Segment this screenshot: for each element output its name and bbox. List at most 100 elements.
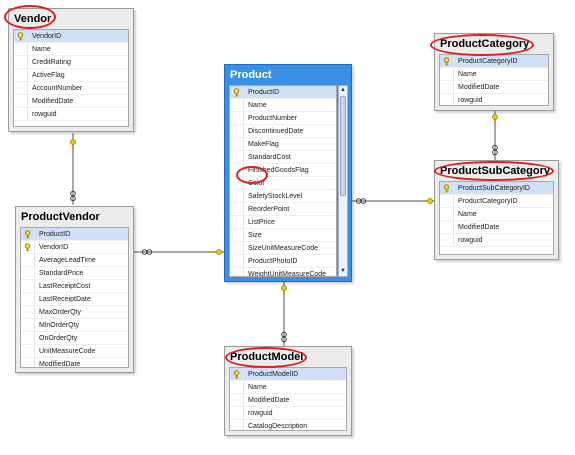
row-selector[interactable]	[230, 125, 244, 137]
column-row[interactable]: ProductCategoryID	[440, 55, 548, 68]
table-title[interactable]: Product	[230, 69, 272, 81]
row-selector[interactable]	[440, 55, 454, 67]
row-selector[interactable]	[14, 108, 28, 120]
row-selector[interactable]	[14, 43, 28, 55]
row-selector[interactable]	[230, 268, 244, 276]
column-row[interactable]: WeightUnitMeasureCode	[230, 268, 336, 276]
row-selector[interactable]	[230, 151, 244, 163]
row-selector[interactable]	[230, 255, 244, 267]
row-selector[interactable]	[230, 86, 244, 98]
column-row[interactable]: ProductNumber	[230, 112, 336, 125]
column-row[interactable]: ListPrice	[230, 216, 336, 229]
table-title[interactable]: Vendor	[14, 13, 52, 25]
row-selector[interactable]	[14, 69, 28, 81]
row-selector[interactable]	[440, 221, 454, 233]
row-selector[interactable]	[440, 94, 454, 105]
row-selector[interactable]	[14, 82, 28, 94]
column-row[interactable]: rowguid	[440, 94, 548, 105]
column-row[interactable]: ModifiedDate	[230, 394, 346, 407]
row-selector[interactable]	[21, 267, 35, 279]
row-selector[interactable]	[14, 95, 28, 107]
row-selector[interactable]	[21, 332, 35, 344]
row-selector[interactable]	[440, 195, 454, 207]
row-selector[interactable]	[21, 358, 35, 367]
row-selector[interactable]	[21, 254, 35, 266]
column-row[interactable]: DiscontinuedDate	[230, 125, 336, 138]
column-row[interactable]: SizeUnitMeasureCode	[230, 242, 336, 255]
column-row[interactable]: LastReceiptCost	[21, 280, 128, 293]
row-selector[interactable]	[230, 381, 244, 393]
row-selector[interactable]	[230, 138, 244, 150]
row-selector[interactable]	[230, 203, 244, 215]
column-row[interactable]: ProductModelID	[230, 368, 346, 381]
column-row[interactable]: AccountNumber	[14, 82, 128, 95]
row-selector[interactable]	[21, 345, 35, 357]
row-selector[interactable]	[230, 368, 244, 380]
column-row[interactable]: ProductPhotoID	[230, 255, 336, 268]
column-row[interactable]: Name	[14, 43, 128, 56]
column-row[interactable]: Name	[440, 208, 553, 221]
row-selector[interactable]	[21, 293, 35, 305]
column-row[interactable]: SafetyStockLevel	[230, 190, 336, 203]
row-selector[interactable]	[14, 56, 28, 68]
column-row[interactable]: LastReceiptDate	[21, 293, 128, 306]
column-row[interactable]: ProductID	[230, 86, 336, 99]
column-row[interactable]: ModifiedDate	[14, 95, 128, 108]
table-title[interactable]: ProductCategory	[440, 38, 530, 50]
column-row[interactable]: OnOrderQty	[21, 332, 128, 345]
row-selector[interactable]	[230, 216, 244, 228]
column-row[interactable]: StandardPrice	[21, 267, 128, 280]
column-row[interactable]: ActiveFlag	[14, 69, 128, 82]
column-row[interactable]: MaxOrderQty	[21, 306, 128, 319]
column-row[interactable]: UnitMeasureCode	[21, 345, 128, 358]
column-row[interactable]: rowguid	[230, 407, 346, 420]
column-row[interactable]: StandardCost	[230, 151, 336, 164]
row-selector[interactable]	[21, 241, 35, 253]
row-selector[interactable]	[230, 242, 244, 254]
column-row[interactable]: MakeFlag	[230, 138, 336, 151]
column-row[interactable]: AverageLeadTime	[21, 254, 128, 267]
row-selector[interactable]	[21, 306, 35, 318]
row-selector[interactable]	[21, 228, 35, 240]
row-selector[interactable]	[21, 319, 35, 331]
row-selector[interactable]	[440, 208, 454, 220]
row-selector[interactable]	[230, 190, 244, 202]
column-row[interactable]: FinishedGoodsFlag	[230, 164, 336, 177]
row-selector[interactable]	[230, 420, 244, 430]
row-selector[interactable]	[230, 177, 244, 189]
row-selector[interactable]	[21, 280, 35, 292]
row-selector[interactable]	[230, 112, 244, 124]
column-row[interactable]: VendorID	[14, 30, 128, 43]
column-row[interactable]: Name	[230, 99, 336, 112]
column-row[interactable]: MinOrderQty	[21, 319, 128, 332]
row-selector[interactable]	[440, 182, 454, 194]
scroll-up-icon[interactable]: ▲	[340, 87, 346, 93]
row-selector[interactable]	[230, 99, 244, 111]
table-title[interactable]: ProductVendor	[21, 211, 100, 223]
column-row[interactable]: CreditRating	[14, 56, 128, 69]
column-row[interactable]: Color	[230, 177, 336, 190]
row-selector[interactable]	[440, 81, 454, 93]
scroll-thumb[interactable]	[340, 96, 346, 196]
row-selector[interactable]	[440, 68, 454, 80]
column-row[interactable]: ProductSubCategoryID	[440, 182, 553, 195]
vertical-scrollbar[interactable]: ▲ ▼	[338, 85, 348, 277]
row-selector[interactable]	[230, 164, 244, 176]
table-title[interactable]: ProductSubCategory	[440, 165, 551, 177]
scroll-down-icon[interactable]: ▼	[340, 268, 346, 274]
row-selector[interactable]	[14, 30, 28, 42]
column-row[interactable]: Size	[230, 229, 336, 242]
row-selector[interactable]	[230, 407, 244, 419]
row-selector[interactable]	[440, 234, 454, 246]
column-row[interactable]: rowguid	[14, 108, 128, 121]
column-row[interactable]: ModifiedDate	[21, 358, 128, 367]
column-row[interactable]: ModifiedDate	[440, 81, 548, 94]
column-row[interactable]: rowguid	[440, 234, 553, 247]
column-row[interactable]: ModifiedDate	[440, 221, 553, 234]
table-title[interactable]: ProductModel	[230, 351, 304, 363]
